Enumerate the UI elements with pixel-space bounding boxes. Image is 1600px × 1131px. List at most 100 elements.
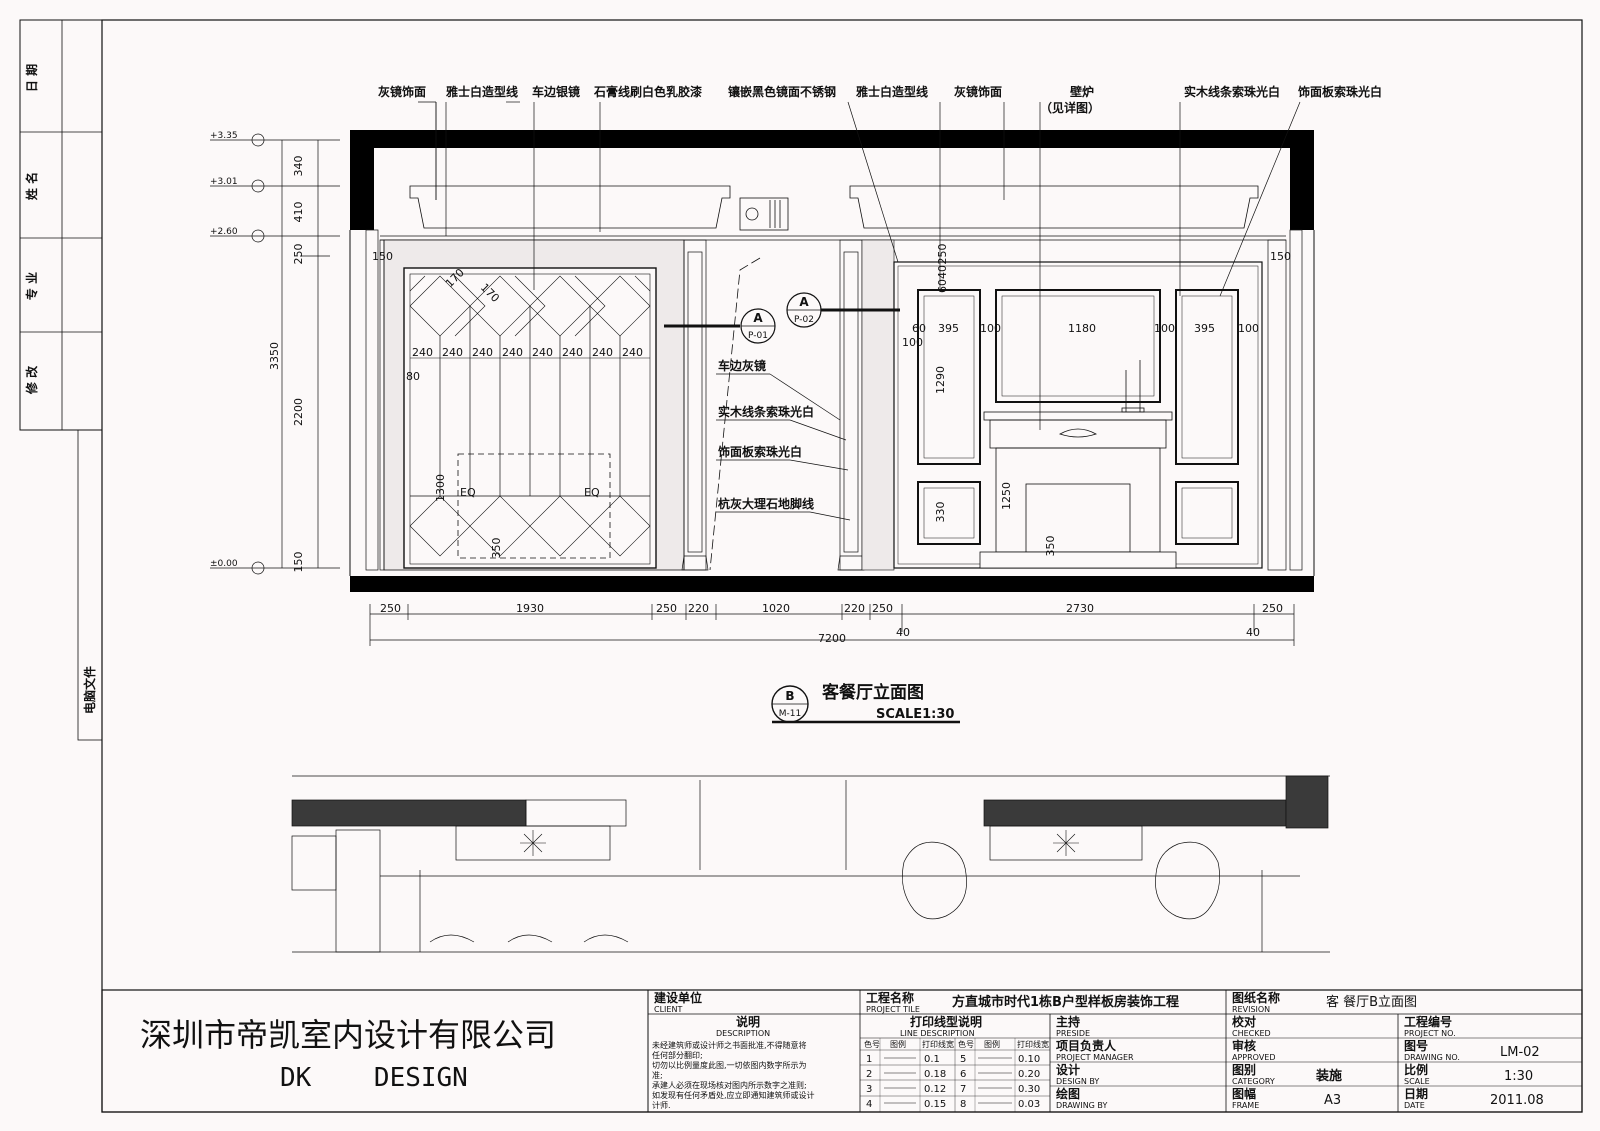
title-marker-letter: B [785,689,794,703]
line-row-2-color-b: 6 [960,1069,966,1080]
dim-1300: 1300 [434,474,447,502]
description-label-en: DESCRIPTION [716,1029,770,1038]
checked-label-cn: 校对 [1232,1014,1256,1029]
approved-label-en: APPROVED [1232,1053,1276,1062]
rdim-60: 60 [936,279,949,293]
rdim-60-l: 60 [912,322,926,335]
bdim-7200: 7200 [818,632,846,645]
line-row-2-width: 0.18 [924,1069,946,1080]
revision-label-cn: 图纸名称 [1232,990,1280,1005]
right-column [837,239,865,571]
panel-dim-240: 240 [562,346,583,359]
drawing-no-value: LM-02 [1500,1045,1540,1060]
dim-410: 410 [292,202,305,223]
line-row-3-color: 3 [866,1084,872,1095]
bdim-250-1: 250 [380,602,401,615]
frame-label-en: FRAME [1232,1101,1259,1110]
description-label-cn: 说明 [736,1014,760,1029]
line-header-width-a: 打印线宽 [922,1039,954,1049]
design-label-cn: 设计 [1056,1062,1080,1077]
line-row-1-color: 1 [866,1054,872,1065]
project-no-label-cn: 工程编号 [1404,1014,1452,1029]
ann-veneer-mid: 饰面板索珠光白 [718,444,802,459]
level-260: +2.60 [210,227,238,237]
rdim-395-r: 395 [1194,322,1215,335]
line-row-4-width-b: 0.03 [1018,1099,1040,1110]
dim-150: 150 [292,552,305,573]
panel-dim-240: 240 [472,346,493,359]
line-header-legend-b: 图例 [984,1039,1000,1049]
company-name-en: DK DESIGN [280,1063,468,1093]
line-header-color-a: 色号 [864,1039,880,1049]
panel-mark-eq-1: EQ [460,486,476,499]
rdim-100-l: 100 [902,336,923,349]
annotation-leaders [418,101,1301,430]
ann-steel-mirror: 镶嵌黑色镜面不锈钢 [728,84,836,99]
line-row-3-width-b: 0.30 [1018,1084,1040,1095]
drawing-scale: SCALE1:30 [876,707,954,722]
bdim-250-2: 250 [656,602,677,615]
section-marker-p01[interactable]: A P-01 [664,308,776,344]
preside-label-cn: 主持 [1056,1014,1080,1029]
strip-date-label: 日 期 [24,64,39,92]
note-line-5: 承建人必须在现场核对图内所示数字之准则; [652,1080,807,1090]
project-name: 方直城市时代1栋B户型样板房装饰工程 [952,994,1179,1010]
rdim-40: 40 [936,265,949,279]
line-rows: 1 0.1 5 0.10 2 0.18 6 0.20 3 0.12 7 0.30… [866,1054,1040,1110]
frame-value: A3 [1324,1093,1341,1108]
ceiling-slab [350,130,1314,148]
section-marker-p02[interactable]: A P-02 [786,292,900,328]
left-wall [350,130,374,230]
section-marker-p01-letter: A [753,311,763,325]
panel-dim-240: 240 [532,346,553,359]
level-marks [210,133,340,575]
line-header-legend-a: 图例 [890,1039,906,1049]
ann-grey-mirror-2: 灰镜饰面 [954,84,1002,99]
project-title-label-cn: 工程名称 [866,990,914,1005]
note-line-4: 准; [652,1070,663,1080]
project-title-label-en: PROJECT TILE [866,1005,920,1014]
vertical-mirror-strips [410,306,650,497]
panel-dim-240: 240 [412,346,433,359]
title-block [101,989,1583,1113]
line-row-3-width: 0.12 [924,1084,946,1095]
line-row-3-color-b: 7 [960,1084,966,1095]
date-label-en: DATE [1404,1101,1425,1110]
drawing-by-label-cn: 绘图 [1056,1086,1080,1101]
rdim-350: 350 [1044,536,1057,557]
section-marker-p02-letter: A [799,295,809,309]
note-line-2: 任何部分翻印; [652,1050,703,1060]
bdim-1930: 1930 [516,602,544,615]
line-desc-label-en: LINE DESCRIPTION [900,1029,975,1038]
client-label-en: CLIENT [654,1005,682,1014]
level-000: ±0.00 [210,559,238,569]
line-desc-label-cn: 打印线型说明 [910,1014,982,1029]
preside-label-en: PRESIDE [1056,1029,1090,1038]
bdim-40-r: 40 [1246,626,1260,639]
strip-major-label: 专 业 [24,272,39,300]
section-marker-p01-code: P-01 [748,331,768,341]
note-line-3: 切勿以比例量度此图,一切依图内数字所示为 [652,1060,807,1070]
design-label-en: DESIGN BY [1056,1077,1099,1086]
line-row-1-width-b: 0.10 [1018,1054,1040,1065]
rdim-150-r: 150 [1270,250,1291,263]
strip-revise-label: 修 改 [24,365,39,395]
ann-white-moulding-1: 雅士白造型线 [445,84,518,99]
dim-350-left: 350 [490,538,503,559]
ann-wood-line: 实木线条索珠光白 [1184,84,1280,99]
line-row-1-color-b: 5 [960,1054,966,1065]
category-label-cn: 图别 [1232,1063,1256,1077]
line-header-color-b: 色号 [958,1039,974,1049]
frame-label-cn: 图幅 [1232,1086,1256,1101]
bdim-40-l: 40 [896,626,910,639]
note-line-6: 如发现有任何矛盾处,应立即通知建筑师或设计 [652,1090,815,1100]
drawing-by-label-en: DRAWING BY [1056,1101,1107,1110]
company-name-cn: 深圳市帝凯室内设计有限公司 [140,1016,556,1054]
ann-plaster-line: 石膏线刷白色乳胶漆 [593,84,702,99]
dim-340: 340 [292,156,305,177]
scale-value: 1:30 [1504,1069,1533,1084]
panel-dim-240: 240 [592,346,613,359]
panel-dim-240: 240 [622,346,643,359]
scale-label-cn: 比例 [1404,1062,1428,1077]
